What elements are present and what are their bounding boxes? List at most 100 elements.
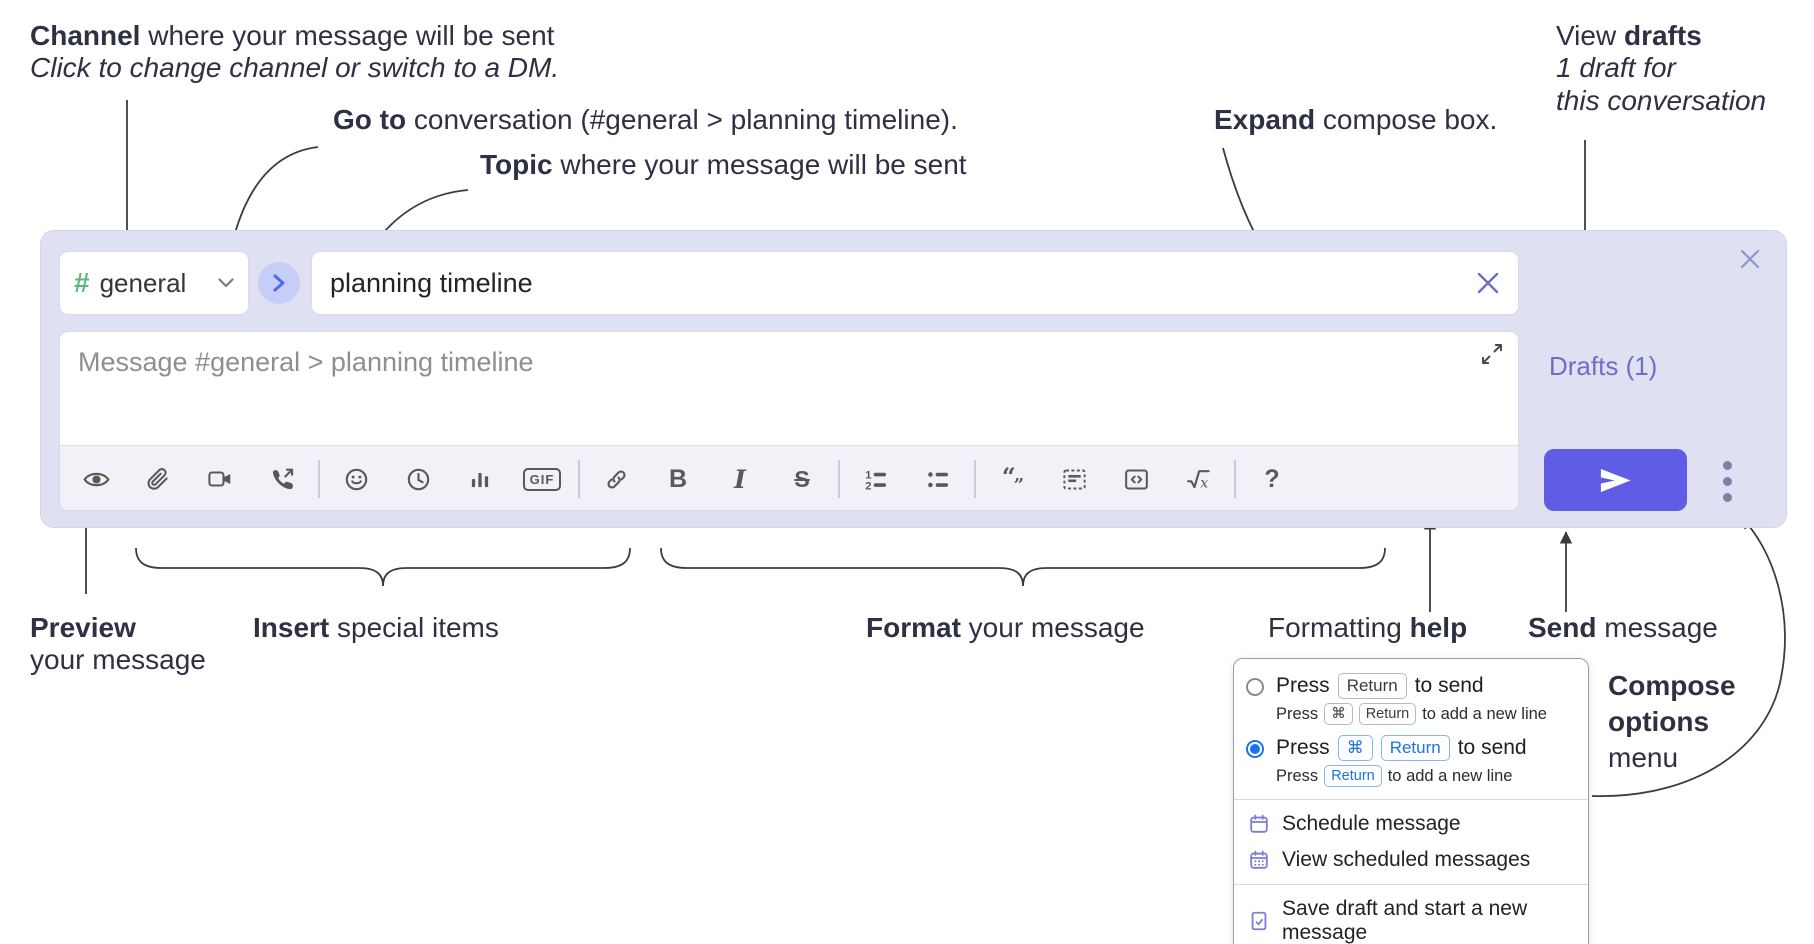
video-camera-icon	[208, 471, 231, 487]
chevron-right-icon	[273, 274, 285, 292]
emoji-button[interactable]	[326, 455, 386, 503]
key-return: Return	[1380, 735, 1450, 761]
annotation-go-to: Go to conversation (#general > planning …	[333, 104, 958, 135]
toolbar-divider	[838, 460, 840, 498]
question-mark-icon: ?	[1264, 464, 1280, 493]
bold-icon: B	[668, 464, 688, 493]
math-icon: x	[1186, 469, 1210, 491]
audio-call-button[interactable]	[252, 455, 312, 503]
annotation-channel: Channel where your message will be sent …	[30, 20, 560, 84]
menu-divider	[1234, 884, 1588, 885]
gif-button[interactable]: GIF	[512, 455, 572, 503]
expand-compose-icon[interactable]	[1480, 342, 1504, 366]
compose-options-button[interactable]	[1707, 452, 1747, 510]
quote-icon: “”	[1001, 462, 1024, 496]
go-to-conversation-button[interactable]	[258, 262, 300, 304]
svg-text:1: 1	[865, 469, 871, 481]
video-call-button[interactable]	[190, 455, 250, 503]
dot-icon	[1722, 476, 1732, 486]
menu-option-cmd-return-to-send[interactable]: Press ⌘ Return to send Press Return to a…	[1234, 731, 1588, 793]
message-box: Message #general > planning timeline	[59, 331, 1519, 511]
brace-insert	[135, 547, 631, 587]
send-icon	[1600, 468, 1630, 492]
key-cmd: ⌘	[1337, 735, 1373, 761]
dot-icon	[1722, 492, 1732, 502]
formatting-help-button[interactable]: ?	[1242, 455, 1302, 503]
toolbar-divider	[318, 460, 320, 498]
numbered-list-button[interactable]: 1 2	[846, 455, 906, 503]
drafts-link[interactable]: Drafts (1)	[1549, 351, 1658, 381]
brace-format	[660, 547, 1386, 587]
annotation-formatting-help: Formatting help	[1268, 612, 1468, 643]
poll-button[interactable]	[450, 455, 510, 503]
gif-icon: GIF	[522, 467, 562, 491]
clear-topic-icon[interactable]	[1474, 269, 1502, 297]
message-input[interactable]: Message #general > planning timeline	[60, 332, 1518, 445]
channel-selector[interactable]: # general	[59, 251, 249, 315]
time-button[interactable]	[388, 455, 448, 503]
key-cmd: ⌘	[1324, 703, 1353, 725]
calendar-grid-icon	[1250, 850, 1268, 869]
chevron-down-icon	[218, 278, 234, 288]
clock-icon	[407, 468, 429, 490]
quote-button[interactable]: “”	[982, 455, 1042, 503]
annotation-topic: Topic where your message will be sent	[480, 149, 967, 180]
strikethrough-icon: S	[794, 465, 810, 492]
channel-name: general	[99, 267, 187, 298]
compose-toolbar: GIF B I S	[60, 445, 1518, 510]
radio-unselected-icon[interactable]	[1246, 678, 1264, 696]
svg-text:2: 2	[865, 480, 871, 492]
annotation-insert: Insert special items	[253, 612, 499, 643]
annotation-compose-options: Compose options menu	[1608, 670, 1736, 773]
bold-button[interactable]: B	[648, 455, 708, 503]
annotation-view-drafts: View drafts 1 draft for this conversatio…	[1556, 20, 1767, 116]
spoiler-button[interactable]	[1044, 455, 1104, 503]
annotation-preview: Preview your message	[30, 612, 206, 676]
paperclip-icon	[147, 468, 168, 490]
channel-hash-icon: #	[74, 267, 90, 298]
svg-text:x: x	[1200, 475, 1208, 491]
close-compose-icon[interactable]	[1738, 247, 1762, 271]
annotation-send: Send message	[1528, 612, 1718, 643]
calendar-icon	[1250, 814, 1268, 833]
strikethrough-button[interactable]: S	[772, 455, 832, 503]
message-placeholder: Message #general > planning timeline	[78, 347, 534, 377]
toolbar-divider	[578, 460, 580, 498]
annotation-expand: Expand compose box.	[1214, 104, 1498, 135]
code-button[interactable]	[1106, 455, 1166, 503]
attach-file-button[interactable]	[128, 455, 188, 503]
document-check-icon	[1251, 911, 1267, 931]
key-return: Return	[1337, 673, 1407, 699]
toolbar-divider	[974, 460, 976, 498]
menu-option-return-to-send[interactable]: Press Return to send Press ⌘ Return to a…	[1234, 669, 1588, 731]
numbered-list-icon: 1 2	[865, 469, 886, 492]
toolbar-divider	[1234, 460, 1236, 498]
radio-selected-icon[interactable]	[1246, 740, 1264, 758]
send-button[interactable]	[1544, 449, 1687, 511]
menu-divider	[1234, 799, 1588, 800]
preview-button[interactable]	[66, 455, 126, 503]
key-return: Return	[1324, 765, 1382, 787]
italic-icon: I	[734, 464, 746, 494]
link-button[interactable]	[586, 455, 646, 503]
bulleted-list-button[interactable]	[908, 455, 968, 503]
menu-item-view-scheduled-messages[interactable]: View scheduled messages	[1234, 842, 1588, 878]
menu-item-schedule-message[interactable]: Schedule message	[1234, 806, 1588, 842]
smiley-icon	[345, 468, 367, 490]
menu-item-save-draft[interactable]: Save draft and start a new message	[1234, 891, 1588, 944]
annotation-format: Format your message	[866, 612, 1145, 643]
phone-call-icon	[272, 468, 293, 489]
eye-icon	[82, 472, 110, 486]
spoiler-icon	[1062, 469, 1086, 489]
math-button[interactable]: x	[1168, 455, 1228, 503]
italic-button[interactable]: I	[710, 455, 770, 503]
bulleted-list-icon	[927, 471, 948, 487]
bar-chart-icon	[471, 473, 489, 488]
key-return: Return	[1358, 703, 1417, 725]
topic-value: planning timeline	[330, 267, 533, 298]
compose-box: # general planning timeline Message #gen…	[40, 230, 1787, 528]
link-icon	[606, 469, 626, 489]
code-icon	[1124, 468, 1148, 490]
topic-input[interactable]: planning timeline	[311, 251, 1519, 315]
